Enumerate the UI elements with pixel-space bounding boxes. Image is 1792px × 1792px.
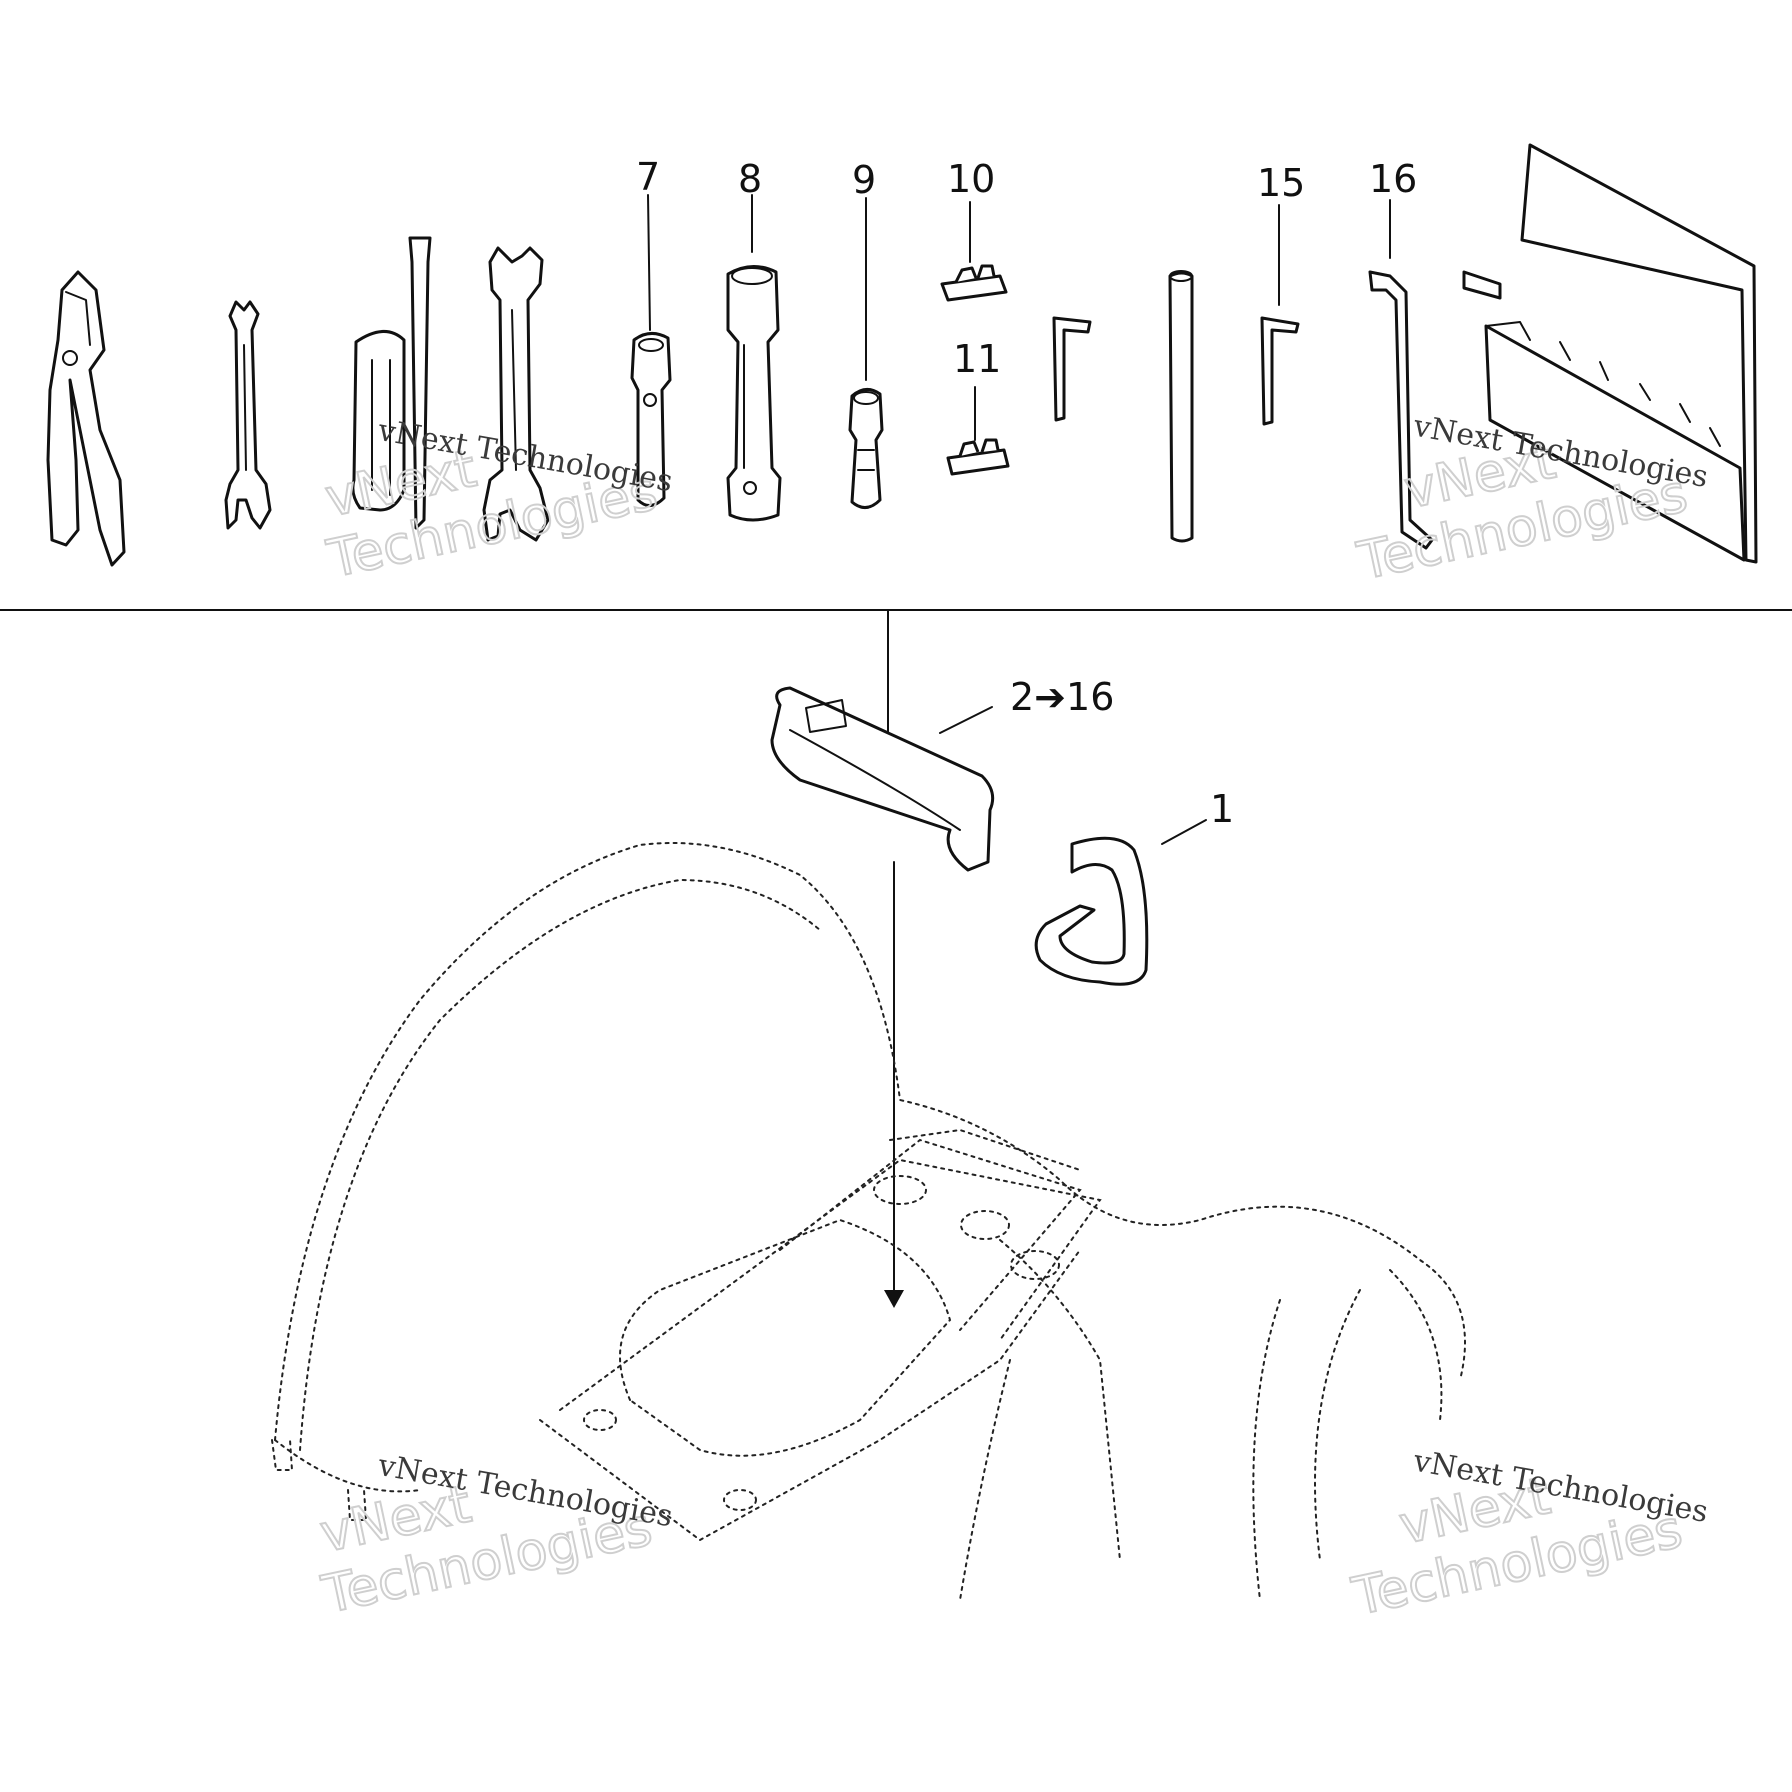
tool-bag-icon xyxy=(1462,143,1758,564)
leader-7 xyxy=(647,194,651,331)
install-arrow xyxy=(884,861,904,1308)
callout-2to16: 2➔16 xyxy=(1010,675,1114,719)
hook-tool-icon xyxy=(1368,270,1434,550)
vehicle-outline xyxy=(271,842,1466,1601)
callout-10: 10 xyxy=(947,157,995,201)
strap-icon xyxy=(1034,836,1149,986)
pliers-icon xyxy=(46,270,126,567)
callout-7: 7 xyxy=(636,155,660,199)
leader-2to16 xyxy=(939,706,993,734)
callout-1: 1 xyxy=(1210,787,1234,831)
large-wrench-icon xyxy=(482,246,550,542)
spark-plug-tool-icon xyxy=(848,388,884,509)
leader-1 xyxy=(1161,819,1207,845)
small-socket-wrench-icon xyxy=(630,332,672,507)
watermark-bottom-right: vNext Technologies xyxy=(1346,1465,1688,1629)
small-wrench-icon xyxy=(224,300,272,530)
tool-kit-pouch-icon xyxy=(770,686,995,872)
callout-15: 15 xyxy=(1257,161,1305,205)
callout-11: 11 xyxy=(953,337,1001,381)
long-socket-wrench-icon xyxy=(726,265,782,522)
fuse-10-icon xyxy=(940,264,1008,302)
callout-8: 8 xyxy=(738,157,762,201)
callout-9: 9 xyxy=(852,158,876,202)
hex-key-icon xyxy=(1052,316,1092,422)
hex-key-15-icon xyxy=(1260,316,1300,426)
rod-icon xyxy=(1168,270,1194,543)
callout-16: 16 xyxy=(1369,157,1417,201)
screwdriver-icon xyxy=(351,236,432,530)
fuse-11-icon xyxy=(946,438,1010,476)
